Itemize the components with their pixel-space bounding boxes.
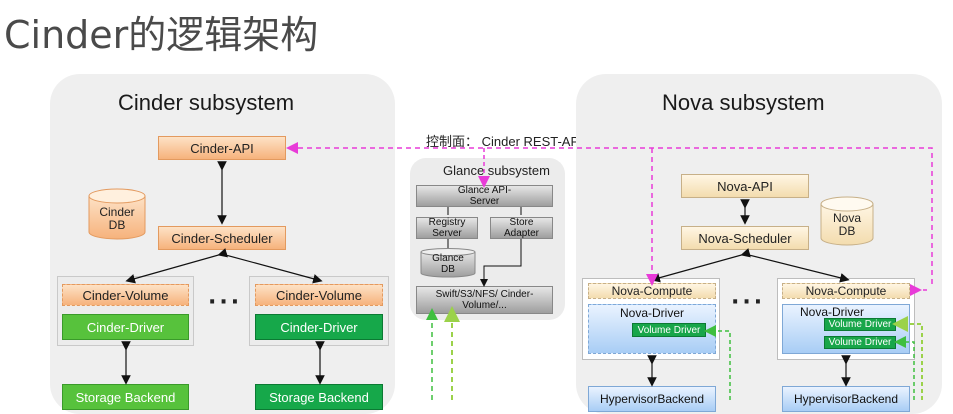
cinder-subsystem-title: Cinder subsystem	[118, 90, 295, 115]
glance-store-adapter: Store Adapter	[490, 217, 553, 239]
cinder-db-label: Cinder DB	[99, 205, 135, 232]
cinder-driver-left: Cinder-Driver	[62, 314, 189, 340]
control-plane-label: 控制面： Cinder REST-API	[426, 134, 583, 149]
page-title: Cinder的逻辑架构	[4, 13, 319, 57]
volume-driver-right-2: Volume Driver	[824, 336, 896, 349]
glance-registry-server: Registry Server	[416, 217, 478, 239]
cinder-ellipsis: ···	[208, 290, 243, 315]
glance-subsystem-title: Glance subsystem	[443, 163, 550, 178]
nova-ellipsis: ···	[731, 290, 766, 315]
cinder-volume-right: Cinder-Volume	[255, 284, 383, 306]
nova-subsystem-title: Nova subsystem	[662, 90, 825, 115]
glance-storage-backend: Swift/S3/NFS/ Cinder-Volume/...	[416, 286, 553, 314]
nova-driver-left-label: Nova-Driver	[619, 306, 684, 320]
glance-db-label: Glance DB	[432, 253, 464, 275]
cinder-api-box: Cinder-API	[158, 136, 286, 160]
cinder-scheduler-box: Cinder-Scheduler	[158, 226, 286, 250]
cinder-db-cylinder: Cinder DB	[88, 188, 146, 240]
nova-compute-right: Nova-Compute	[782, 283, 910, 299]
nova-driver-right-label: Nova-Driver	[799, 305, 864, 319]
nova-api-box: Nova-API	[681, 174, 809, 198]
cinder-driver-right: Cinder-Driver	[255, 314, 383, 340]
cinder-volume-left: Cinder-Volume	[62, 284, 189, 306]
glance-db-cylinder: Glance DB	[420, 248, 476, 278]
nova-db-cylinder: Nova DB	[820, 196, 874, 246]
nova-scheduler-box: Nova-Scheduler	[681, 226, 809, 250]
connector-lines	[121, 142, 933, 400]
nova-db-label: Nova DB	[832, 211, 861, 238]
